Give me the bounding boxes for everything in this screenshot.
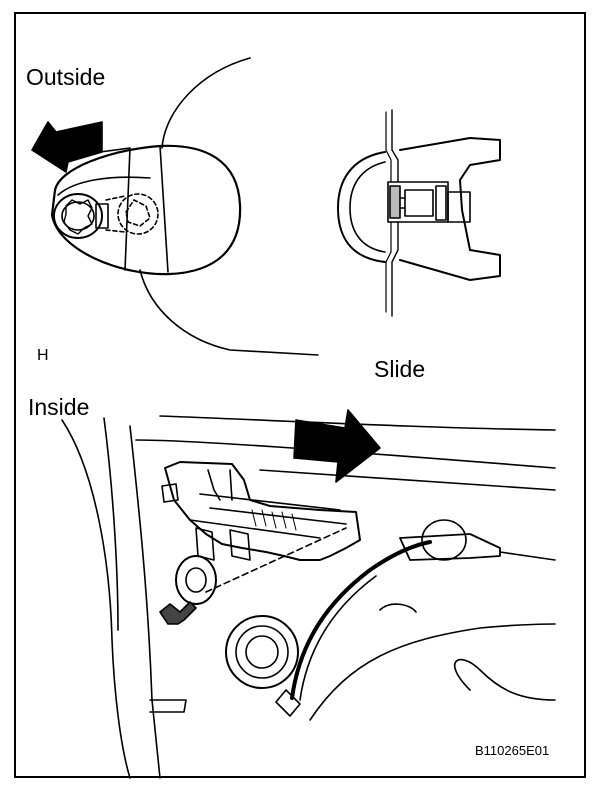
h-marker-label: H bbox=[37, 347, 49, 364]
slide-label: Slide bbox=[374, 356, 426, 382]
outside-direction-arrow-icon bbox=[31, 121, 103, 173]
inside-view bbox=[61, 415, 556, 779]
outside-label: Outside bbox=[26, 64, 106, 90]
inside-direction-arrow-icon bbox=[293, 409, 381, 483]
screw-icon bbox=[63, 199, 109, 235]
hidden-screw-outline bbox=[105, 193, 159, 235]
figure-code-label: B110265E01 bbox=[475, 743, 550, 758]
bolt-icon bbox=[159, 601, 197, 625]
inside-label: Inside bbox=[28, 394, 90, 420]
slide-cross-section bbox=[337, 109, 501, 317]
outside-view bbox=[50, 57, 319, 356]
